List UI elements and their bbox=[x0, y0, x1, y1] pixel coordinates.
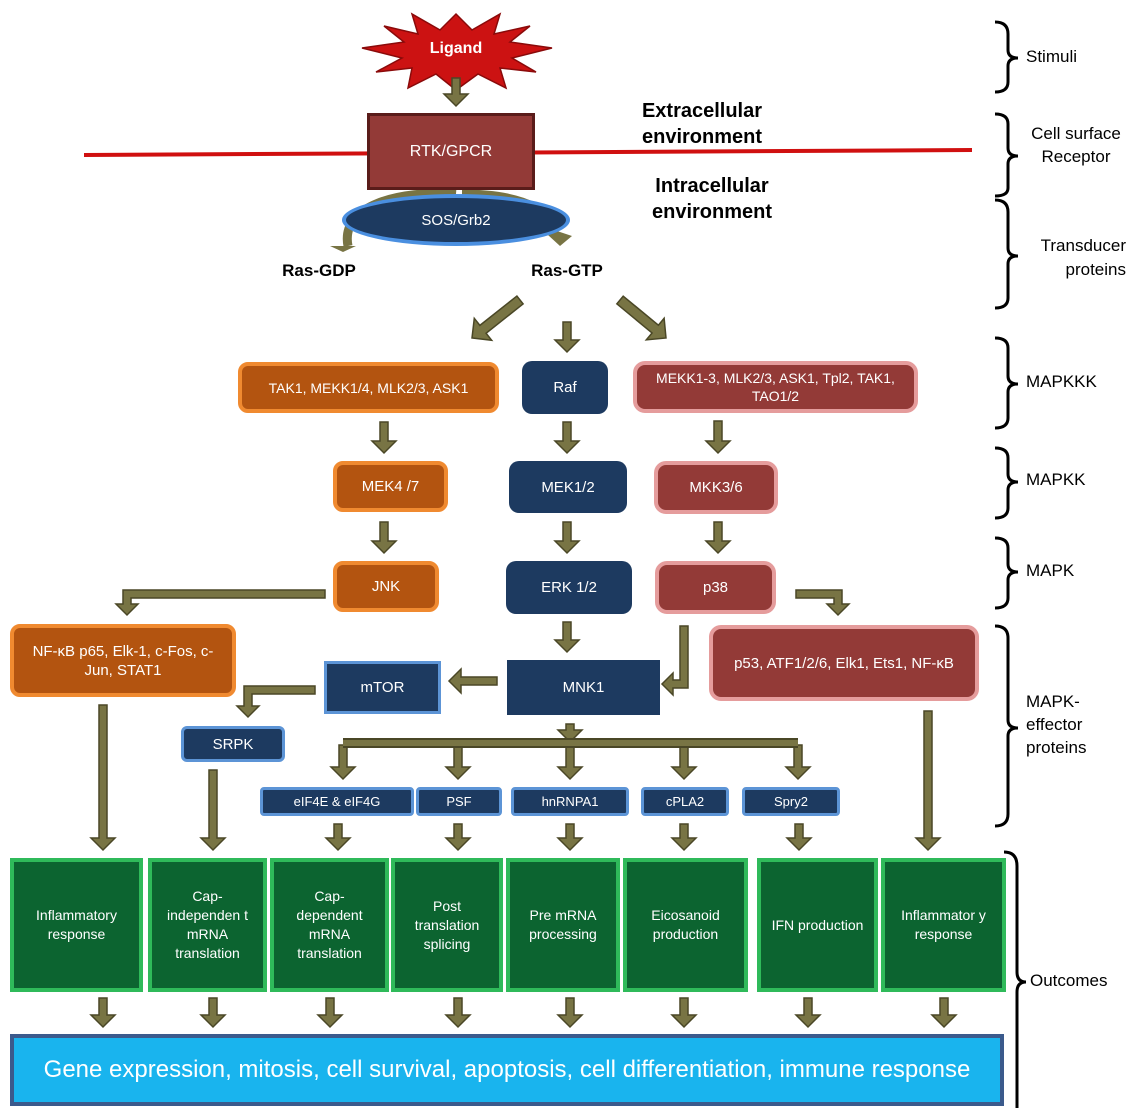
outcome-inflammatory-response: Inflammatory response bbox=[10, 858, 143, 992]
ras-to-raf-arrow bbox=[553, 321, 581, 354]
brace-effector bbox=[994, 624, 1019, 828]
bar-to-target-arrow-4 bbox=[670, 744, 698, 781]
ras-gdp-label: Ras-GDP bbox=[282, 261, 356, 280]
bar-to-target-arrow-5 bbox=[784, 744, 812, 781]
mkk-to-p38-arrow bbox=[704, 521, 732, 555]
p38-box: p38 bbox=[655, 561, 776, 614]
brace-stimuli bbox=[994, 20, 1019, 94]
level-transducer: Transducer proteins bbox=[1040, 236, 1126, 279]
bar-to-target-arrow-2 bbox=[444, 744, 472, 781]
mapkk-to-jnk-arrow bbox=[370, 521, 398, 555]
left-mapkkk-to-mapkk-arrow bbox=[370, 421, 398, 455]
raf-to-mek-arrow bbox=[553, 421, 581, 455]
receptor-box: RTK/GPCR bbox=[367, 113, 535, 190]
level-stimuli: Stimuli bbox=[1026, 47, 1078, 66]
outcome-to-banner-arrow-3 bbox=[316, 997, 344, 1029]
bar-to-target-arrow-3 bbox=[556, 744, 584, 781]
outcome-to-banner-arrow-8 bbox=[930, 997, 958, 1029]
ras-to-right-arrow bbox=[615, 295, 667, 341]
outcome-cap-dependent-translation: Cap-dependent mRNA translation bbox=[270, 858, 389, 992]
outcome-to-banner-arrow-1 bbox=[89, 997, 117, 1029]
bar-to-target-arrow-1 bbox=[329, 744, 357, 781]
right-mapkkk-to-mapkk-arrow bbox=[704, 420, 732, 455]
brace-transducer bbox=[994, 198, 1019, 310]
target-to-outcome-arrow-2 bbox=[444, 823, 472, 852]
target-cpla2: cPLA2 bbox=[641, 787, 729, 816]
right-effector-to-outcome-arrow bbox=[914, 710, 942, 852]
mek4-7-box: MEK4 /7 bbox=[333, 461, 448, 512]
outcome-inflammatory-response-2: Inflammator y response bbox=[881, 858, 1006, 992]
outcome-to-banner-arrow-4 bbox=[444, 997, 472, 1029]
brace-mapk bbox=[994, 536, 1019, 610]
level-receptor: Cell surface Receptor bbox=[1031, 124, 1121, 166]
target-to-outcome-arrow-4 bbox=[670, 823, 698, 852]
outcome-post-translation-splicing: Post translation splicing bbox=[391, 858, 503, 992]
p38-to-mnk1-arrow bbox=[660, 625, 689, 697]
right-mapkkk-box: MEKK1-3, MLK2/3, ASK1, Tpl2, TAK1, TAO1/… bbox=[633, 361, 918, 413]
left-mapkkk-box: TAK1, MEKK1/4, MLK2/3, ASK1 bbox=[238, 362, 499, 413]
level-mapkkk: MAPKKK bbox=[1026, 372, 1097, 391]
mek-to-erk-arrow bbox=[553, 521, 581, 555]
arrow-layer bbox=[89, 77, 958, 1029]
mnk1-box: MNK1 bbox=[507, 660, 660, 715]
level-braces bbox=[994, 20, 1027, 1108]
brace-mapkkk bbox=[994, 336, 1019, 430]
ras-gdp-curve-tail bbox=[330, 246, 356, 252]
outcome-pre-mrna-processing: Pre mRNA processing bbox=[506, 858, 620, 992]
outcome-to-banner-arrow-5 bbox=[556, 997, 584, 1029]
level-effector: MAPK-effector proteins bbox=[1026, 692, 1087, 757]
erk-to-mnk1-arrow bbox=[553, 621, 581, 654]
target-eif4e-eif4g: eIF4E & eIF4G bbox=[260, 787, 414, 816]
target-to-outcome-arrow-5 bbox=[785, 823, 813, 852]
srpk-to-outcome-arrow bbox=[199, 769, 227, 852]
target-to-outcome-arrow-3 bbox=[556, 823, 584, 852]
target-psf: PSF bbox=[416, 787, 502, 816]
mnk1-to-bar-arrow bbox=[556, 723, 584, 744]
level-mapk: MAPK bbox=[1026, 561, 1075, 580]
outcome-eicosanoid-production: Eicosanoid production bbox=[623, 858, 748, 992]
brace-outcomes bbox=[1003, 850, 1027, 1108]
outcome-to-banner-arrow-6 bbox=[670, 997, 698, 1029]
mek1-2-box: MEK1/2 bbox=[509, 461, 627, 513]
ras-to-left-arrow bbox=[471, 295, 525, 342]
sos-grb2-ellipse: SOS/Grb2 bbox=[342, 194, 570, 246]
outcome-to-banner-arrow-2 bbox=[199, 997, 227, 1029]
outcome-to-banner-arrow-7 bbox=[794, 997, 822, 1029]
srpk-box: SRPK bbox=[181, 726, 285, 762]
level-mapkk: MAPKK bbox=[1026, 470, 1086, 489]
level-outcomes: Outcomes bbox=[1030, 971, 1108, 990]
left-effector-box: NF-κB p65, Elk-1, c-Fos, c-Jun, STAT1 bbox=[10, 624, 236, 697]
ligand-to-receptor-arrow bbox=[442, 77, 470, 108]
erk1-2-box: ERK 1/2 bbox=[506, 561, 632, 614]
target-to-outcome-arrow-1 bbox=[324, 823, 352, 852]
intracellular-label: Intracellular environment bbox=[651, 175, 773, 223]
ligand-label: Ligand bbox=[429, 40, 483, 57]
outcome-cap-independent-translation: Cap-independen t mRNA translation bbox=[148, 858, 267, 992]
extracellular-label: Extracellular environment bbox=[641, 100, 763, 148]
mtor-box: mTOR bbox=[324, 661, 441, 714]
mnk1-to-mtor-arrow bbox=[447, 667, 498, 695]
right-effector-box: p53, ATF1/2/6, Elk1, Ets1, NF-κB bbox=[709, 625, 979, 701]
jnk-box: JNK bbox=[333, 561, 439, 612]
left-effector-to-outcome-arrow bbox=[89, 704, 117, 852]
final-outcome-banner: Gene expression, mitosis, cell survival,… bbox=[10, 1034, 1004, 1106]
p38-to-effector-arrow bbox=[795, 589, 851, 617]
target-spry2: Spry2 bbox=[742, 787, 840, 816]
raf-box: Raf bbox=[522, 361, 608, 414]
mtor-to-srpk-arrow bbox=[235, 685, 316, 719]
target-hnrnpa1: hnRNPA1 bbox=[511, 787, 629, 816]
outcome-ifn-production: IFN production bbox=[757, 858, 878, 992]
jnk-to-effector-arrow bbox=[114, 589, 326, 617]
brace-mapkk bbox=[994, 446, 1019, 520]
mkk3-6-box: MKK3/6 bbox=[654, 461, 778, 514]
brace-receptor bbox=[994, 112, 1019, 198]
ras-gtp-label: Ras-GTP bbox=[531, 261, 603, 280]
